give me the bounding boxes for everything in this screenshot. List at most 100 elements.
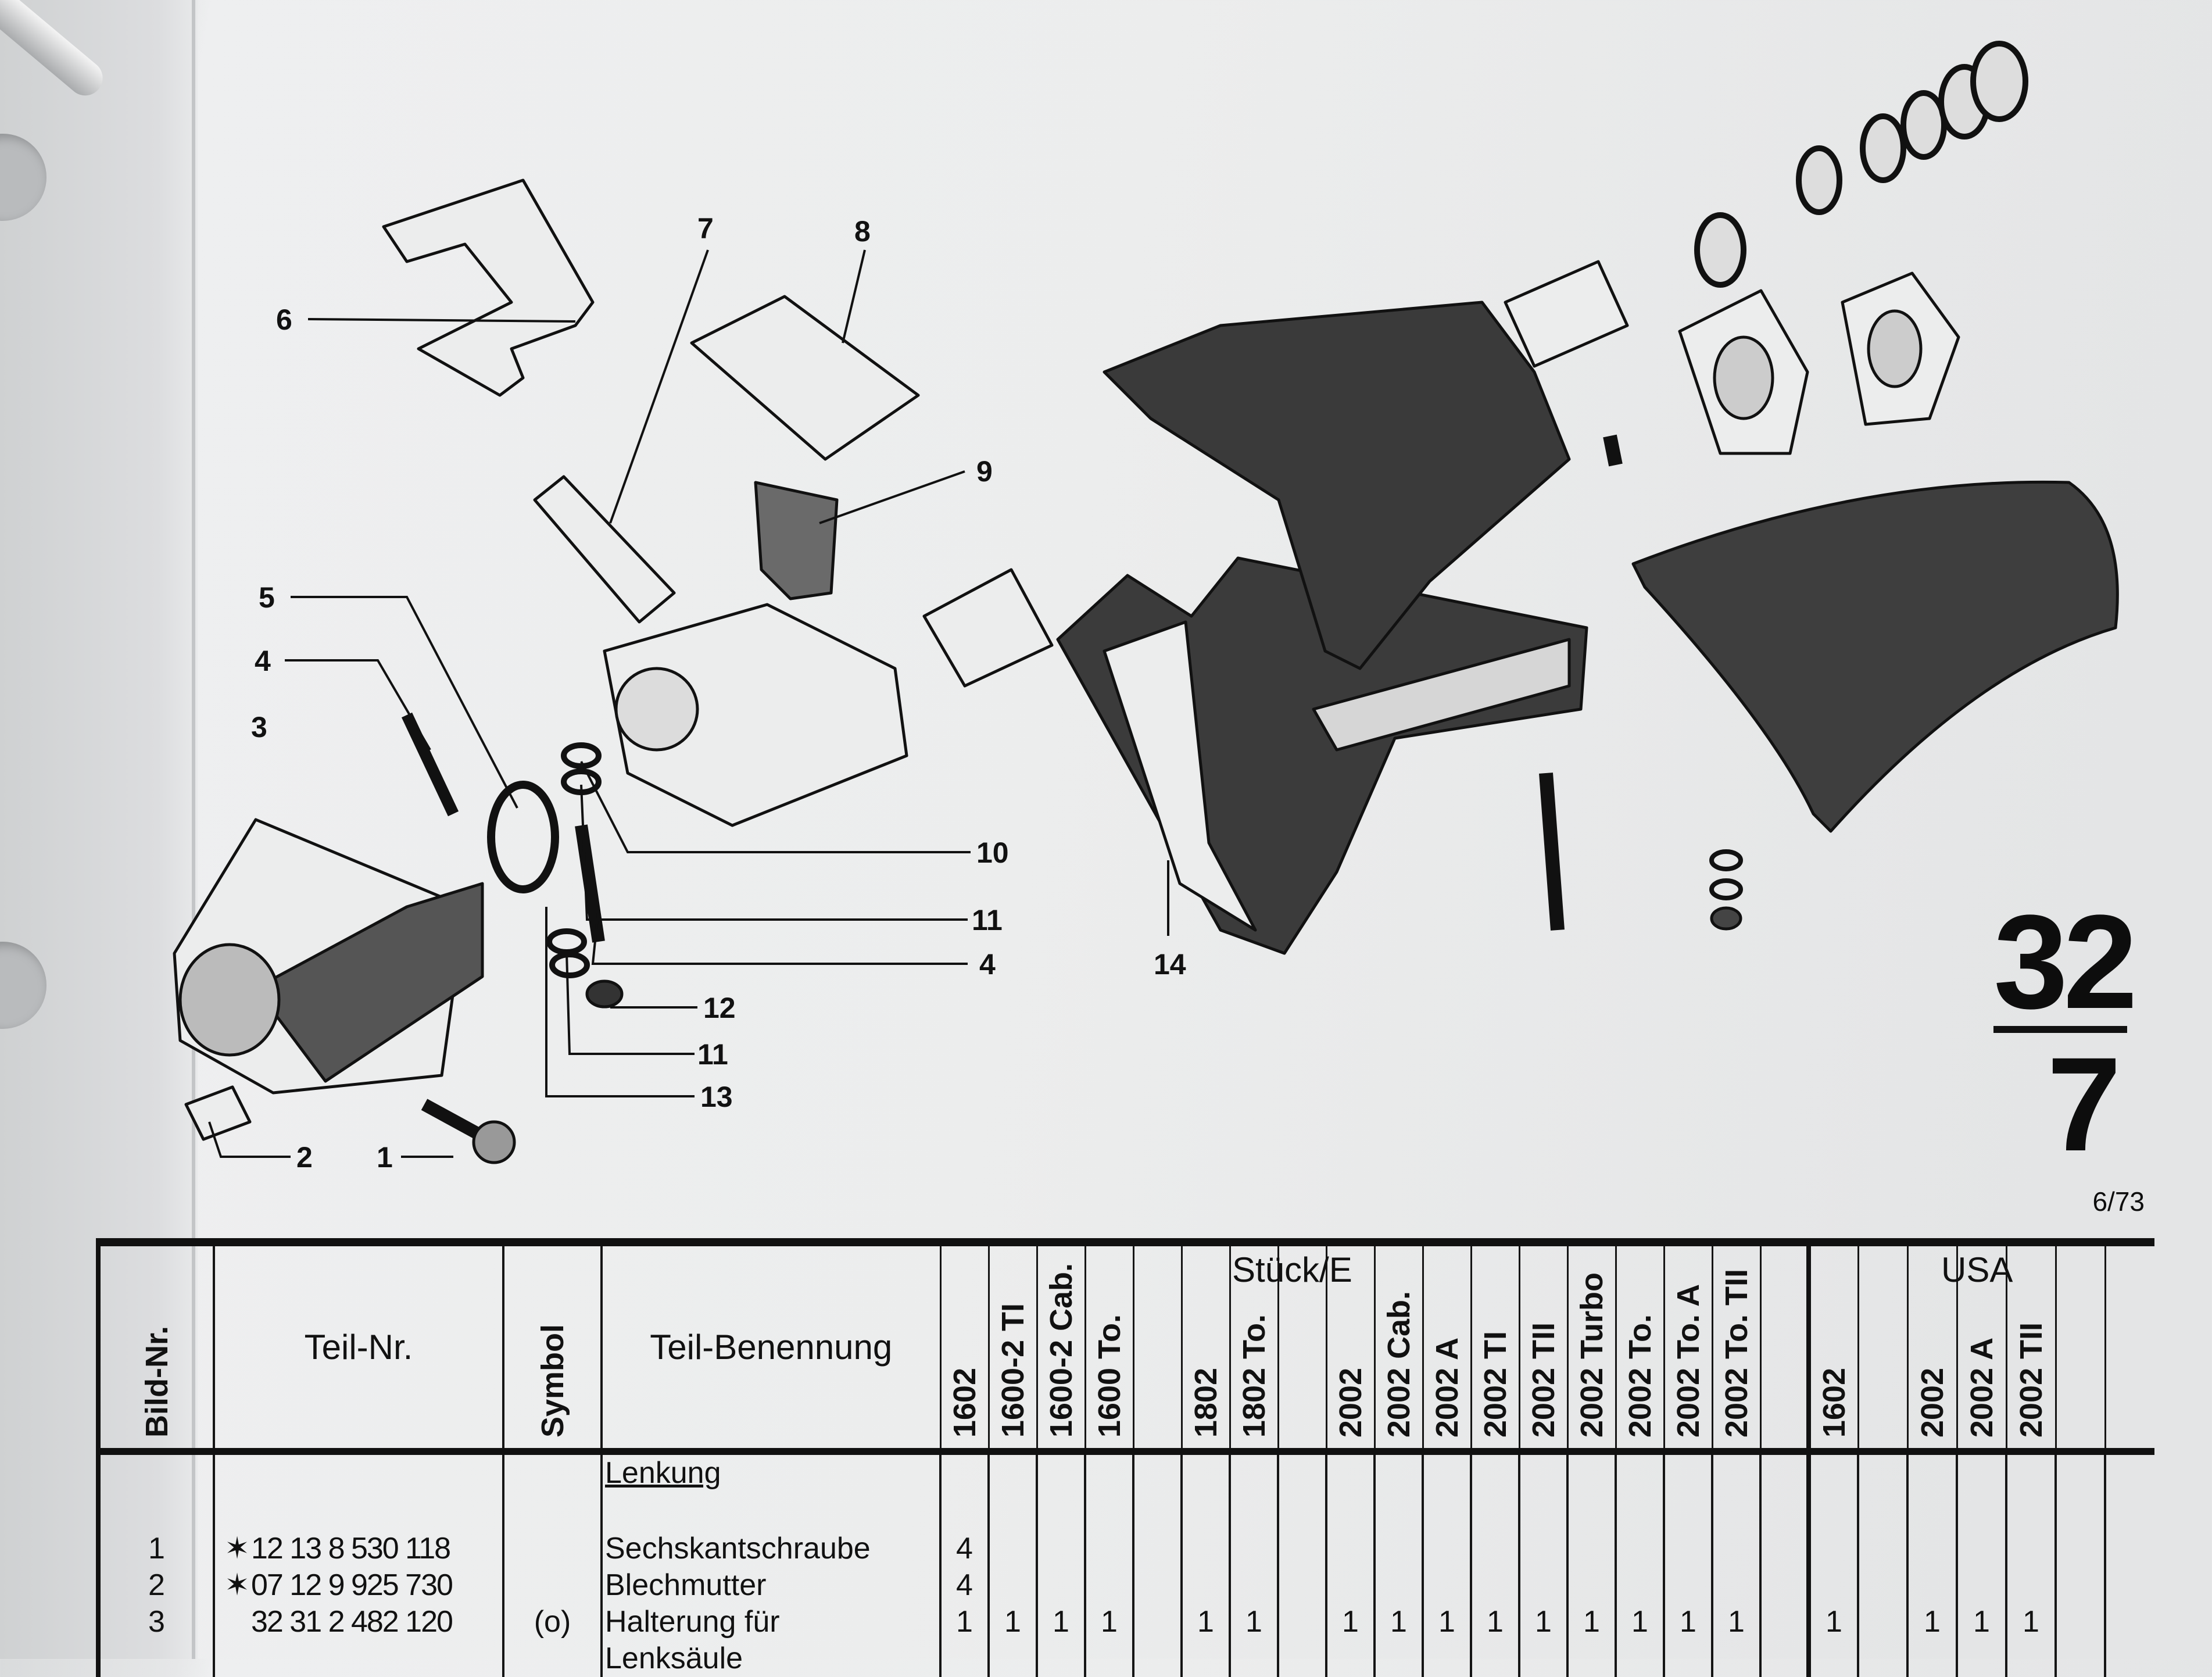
qty-cell (1470, 1451, 1519, 1531)
header-group-stueck: Stück/E (1232, 1250, 1352, 1289)
qty-cell (1036, 1567, 1085, 1604)
benennung-cell: Sechskantschraube (600, 1531, 940, 1567)
qty-cell: 1 (1084, 1604, 1133, 1677)
part-number: 12 13 8 530 118 (251, 1532, 451, 1565)
callout-3: 3 (251, 711, 267, 743)
steering-column-tube (1504, 260, 1629, 368)
qty-cell (1857, 1451, 1907, 1531)
model-label: 1802 (1188, 1367, 1223, 1438)
qty-cell (1806, 1531, 1858, 1567)
qty-cell (1857, 1567, 1907, 1604)
callout-7: 7 (697, 212, 714, 245)
qty-cell (1711, 1531, 1760, 1567)
qty-cell (2054, 1604, 2105, 1677)
qty-cell (1759, 1531, 1809, 1567)
qty-cell: 1 (1036, 1604, 1085, 1677)
qty-cell (2104, 1451, 2154, 1531)
model-label: 1600-2 TI (995, 1303, 1030, 1438)
part-9-clamp (754, 481, 839, 600)
qty-cell (2104, 1531, 2154, 1567)
header-model-usa (1857, 1242, 1907, 1451)
qty-cell (1180, 1567, 1230, 1604)
qty-cell: 1 (1325, 1604, 1375, 1677)
part-number: 32 31 2 482 120 (251, 1605, 453, 1639)
qty-cell (2005, 1531, 2056, 1567)
model-label: 2002 TII (1526, 1322, 1561, 1438)
model-label: 1600 To. (1091, 1314, 1127, 1438)
bild-nr-cell (96, 1451, 214, 1531)
callout-11: 11 (972, 904, 1003, 936)
qty-cell (1906, 1567, 1957, 1604)
model-label: 2002 To. (1622, 1314, 1658, 1438)
header-model-stueck: 1600-2 TI (987, 1242, 1037, 1451)
qty-cell (1956, 1531, 2006, 1567)
callout-labels: 6 7 8 9 5 4 3 10 11 4 14 12 11 13 2 1 (251, 212, 1186, 1174)
bild-nr-cell: 2 (96, 1567, 214, 1604)
teil-nr-cell (213, 1451, 503, 1531)
header-model-stueck: 1600-2 Cab. (1036, 1242, 1085, 1451)
qty-cell (1373, 1567, 1423, 1604)
header-teil-nr: Teil-Nr. (213, 1242, 503, 1451)
qty-cell (1132, 1567, 1182, 1604)
qty-cell (1277, 1567, 1326, 1604)
header-model-stueck: 2002 (1325, 1242, 1375, 1451)
symbol-cell (502, 1567, 602, 1604)
model-label: 1602 (947, 1367, 982, 1438)
table-header-row: Bild-Nr. Teil-Nr. Symbol Teil-Benennung … (96, 1242, 2154, 1451)
qty-cell (1806, 1451, 1858, 1531)
qty-cell (2104, 1567, 2154, 1604)
callout-2: 2 (296, 1141, 313, 1174)
bild-nr-cell: 3 (96, 1604, 214, 1677)
model-label: 1602 (1816, 1367, 1852, 1438)
qty-cell (1566, 1567, 1616, 1604)
callout-4: 4 (255, 645, 271, 677)
qty-cell (1084, 1451, 1133, 1531)
header-group-usa: USA (1941, 1250, 2013, 1289)
qty-cell: 1 (1711, 1604, 1760, 1677)
part-8-plate (690, 295, 920, 461)
qty-cell (1615, 1567, 1664, 1604)
qty-cell (1759, 1451, 1809, 1531)
callout-14: 14 (1154, 948, 1186, 981)
model-label: 2002 To. A (1670, 1283, 1706, 1438)
callout-10: 10 (976, 836, 1009, 869)
leader-lines (208, 249, 1169, 1158)
callout-6: 6 (276, 303, 292, 336)
header-model-usa: 1602 (1806, 1242, 1858, 1451)
header-model-stueck: 1802 (1180, 1242, 1230, 1451)
model-label: 2002 A (1429, 1337, 1465, 1438)
symbol-cell (502, 1451, 602, 1531)
callout-12: 12 (703, 992, 736, 1024)
model-label: 2002 (1914, 1367, 1950, 1438)
bild-nr-cell: 1 (96, 1531, 214, 1567)
qty-cell (2005, 1451, 2056, 1531)
callout-8: 8 (854, 215, 871, 248)
header-model-stueck (1132, 1242, 1182, 1451)
header-model-stueck: 2002 Turbo (1566, 1242, 1616, 1451)
header-model-stueck: 2002 Cab. (1373, 1242, 1423, 1451)
qty-cell (1906, 1531, 1957, 1567)
qty-cell (1663, 1567, 1712, 1604)
model-label: 1600-2 Cab. (1043, 1263, 1079, 1438)
star-marker: ✶ (224, 1568, 250, 1602)
qty-cell: 1 (1422, 1604, 1471, 1677)
callout-1: 1 (377, 1141, 393, 1174)
qty-cell (939, 1451, 989, 1531)
callout-5: 5 (259, 581, 275, 614)
page-number: 7 (2047, 1029, 2121, 1179)
qty-cell (1857, 1604, 1907, 1677)
model-label: 2002 To. TII (1719, 1268, 1754, 1438)
header-model-stueck (1759, 1242, 1809, 1451)
pad-cover (1631, 480, 2119, 833)
sleeve (922, 568, 1054, 688)
header-bild-nr: Bild-Nr. (96, 1242, 214, 1451)
part-6-bracket (382, 178, 595, 397)
qty-cell: 1 (1229, 1604, 1278, 1677)
qty-cell (1229, 1451, 1278, 1531)
qty-cell: 1 (1663, 1604, 1712, 1677)
qty-cell (1325, 1531, 1375, 1567)
qty-cell: 1 (1615, 1604, 1664, 1677)
qty-cell (1325, 1451, 1375, 1531)
qty-cell (1277, 1531, 1326, 1567)
